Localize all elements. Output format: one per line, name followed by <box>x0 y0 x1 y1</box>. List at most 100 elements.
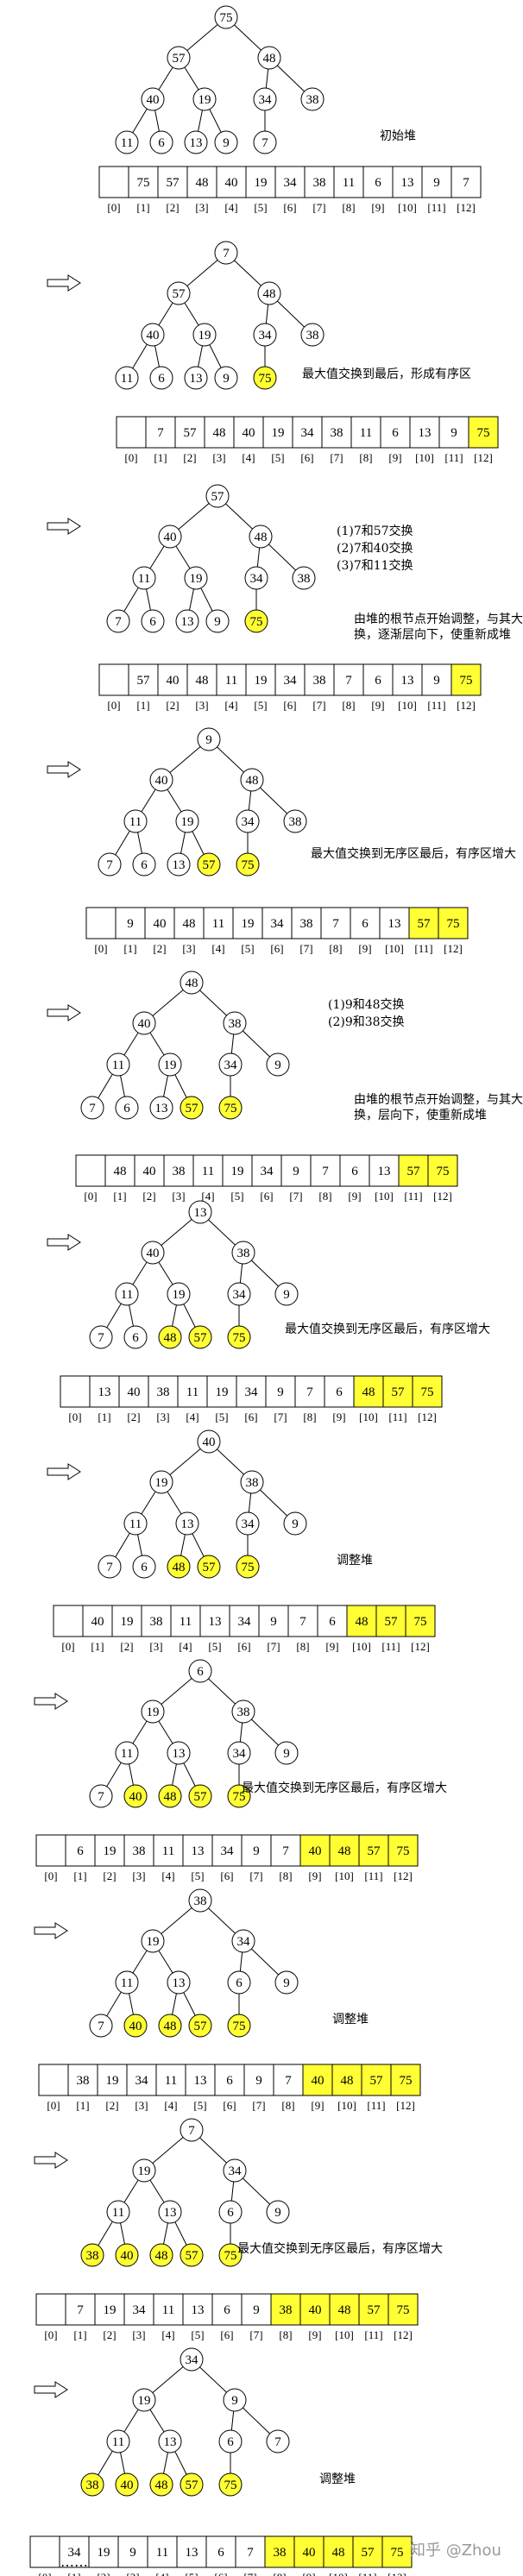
tree-node <box>141 1700 165 1724</box>
step-caption: 初始堆 <box>380 129 416 143</box>
tree-node-value: 7 <box>106 858 113 872</box>
array-index-label: [2] <box>97 2571 110 2576</box>
array-cell-value: 40 <box>128 1385 141 1399</box>
tree-node-value: 34 <box>259 93 273 107</box>
array-cell-value: 11 <box>162 2303 174 2317</box>
array-cell <box>241 1834 272 1867</box>
array-cell-value: 40 <box>309 1844 322 1858</box>
array-index-label: [3] <box>132 1869 145 1882</box>
tree-node-value: 7 <box>188 2124 195 2138</box>
tree-node-value: 34 <box>242 815 255 829</box>
tree-node <box>223 1011 247 1035</box>
tree-node-value: 34 <box>229 2164 243 2178</box>
array-index-label: [0] <box>44 1869 57 1882</box>
array-cell <box>85 907 117 939</box>
tree-edge <box>161 1219 192 1246</box>
array-index-label: [12] <box>394 2328 413 2341</box>
array-cell-value: 19 <box>242 917 255 931</box>
array-cell <box>438 907 469 939</box>
array-cell <box>134 1154 165 1187</box>
array-cell <box>111 1605 142 1637</box>
array-cell <box>421 166 452 198</box>
array-index-label: [7] <box>267 1640 280 1653</box>
tree-edge <box>243 2407 270 2435</box>
step-caption: 最大值交换到无序区最后，有序区增大 <box>242 1781 447 1795</box>
array-index-label: [1] <box>136 699 149 712</box>
tree-node-value: 48 <box>255 531 268 544</box>
array-cell <box>126 2064 157 2096</box>
step-arrow-icon <box>34 2381 68 2398</box>
tree-edge <box>172 1993 177 2015</box>
array-index-label: [5] <box>185 2571 198 2576</box>
tree-node <box>106 609 130 633</box>
tree-node <box>244 566 268 590</box>
array-index-label: [0] <box>107 699 120 712</box>
tree-node <box>158 1052 182 1077</box>
step-arrow-icon <box>47 1463 81 1480</box>
array-index-label: [2] <box>105 2099 118 2112</box>
tree-node-value: 13 <box>190 372 203 386</box>
array-index-label: [4] <box>224 201 237 214</box>
tree-node <box>227 1282 251 1306</box>
array-cell-value: 40 <box>303 2546 316 2560</box>
array-index-label: [4] <box>186 1411 198 1423</box>
array-cell-value: 13 <box>419 426 432 440</box>
array-cell <box>229 1605 260 1637</box>
array-cell <box>176 2535 207 2568</box>
array-index-label: [6] <box>283 699 296 712</box>
array-cell-value: 40 <box>143 1165 156 1178</box>
tree-edge <box>217 1448 244 1475</box>
array-index-label: [0] <box>94 942 107 955</box>
array-cell-value: 75 <box>137 176 150 190</box>
tree-edge <box>161 1907 192 1934</box>
array-cell <box>379 907 410 939</box>
tree-node <box>214 366 238 390</box>
tree-edge <box>180 1534 186 1556</box>
array-index-label: [0] <box>124 451 137 464</box>
tree-node <box>175 609 199 633</box>
tree-node <box>218 1096 243 1120</box>
tree-node <box>115 1096 139 1120</box>
tree-node-value: 6 <box>197 1665 204 1679</box>
array-cell <box>398 1154 429 1187</box>
array-cell-value: 11 <box>212 917 224 931</box>
array-cell-value: 75 <box>437 1165 450 1178</box>
array-index-label: [0] <box>84 1190 97 1203</box>
tree-node-value: 6 <box>236 1976 243 1990</box>
tree-node-value: 34 <box>237 1935 251 1949</box>
array-cell <box>388 2293 419 2326</box>
tree-node <box>244 609 268 633</box>
tree-node <box>218 2429 243 2453</box>
array-index-label: [12] <box>444 942 463 955</box>
array-cell <box>123 2293 154 2326</box>
tree-edge <box>208 1678 236 1705</box>
array-index-label: [1] <box>113 1190 126 1203</box>
array-index-label: [4] <box>242 451 255 464</box>
step-caption: 调整堆 <box>337 1554 373 1568</box>
step-arrow-icon <box>47 1234 81 1251</box>
array-cell <box>375 1605 406 1637</box>
tree-edge <box>268 543 296 571</box>
array-cell-value: 19 <box>272 426 285 440</box>
array-cell-value: 11 <box>186 1385 198 1399</box>
tree-node <box>132 566 156 590</box>
array-index-label: [8] <box>296 1640 309 1653</box>
array-cell-value: 57 <box>368 1844 381 1858</box>
array-cell <box>155 2064 186 2096</box>
array-index-label: [8] <box>281 2099 294 2112</box>
tree-node <box>205 609 230 633</box>
tree-node <box>141 87 165 111</box>
tree-node-value: 48 <box>164 1790 177 1804</box>
tree-node-value: 11 <box>129 815 142 829</box>
array-cell-value: 7 <box>77 2303 84 2317</box>
tree-edge <box>265 68 269 89</box>
array-cell-value: 38 <box>173 1165 186 1178</box>
array-index-label: [0] <box>38 2571 51 2576</box>
array-index-label: [12] <box>411 1640 430 1653</box>
array-cell <box>88 2535 119 2568</box>
tree-node <box>192 323 217 347</box>
tree-edge <box>251 1260 279 1287</box>
